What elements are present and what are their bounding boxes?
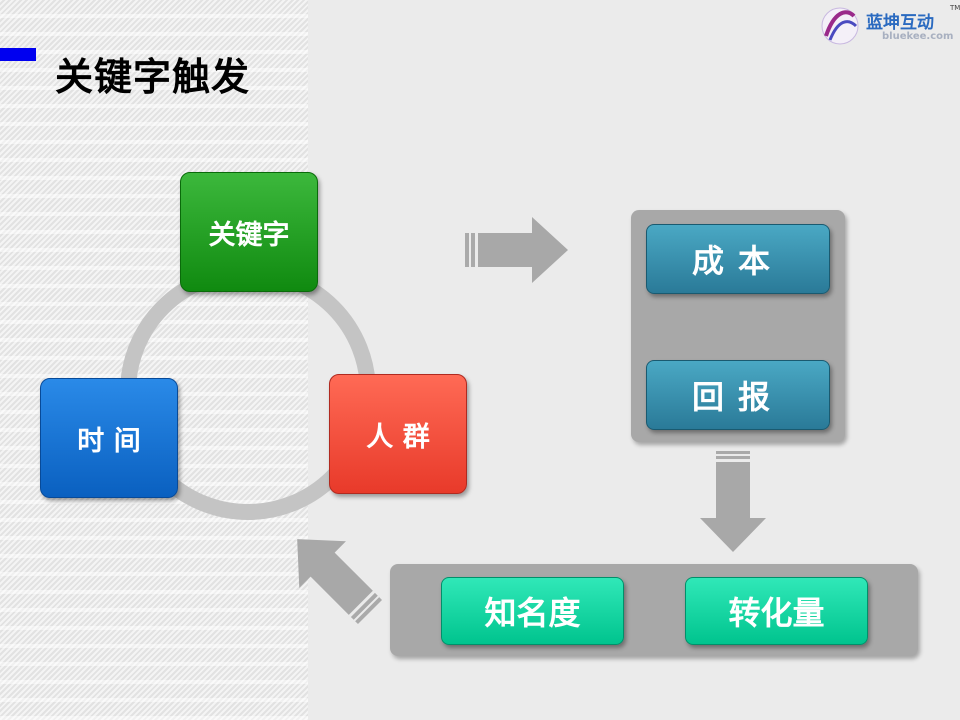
up-left-arrow-icon xyxy=(297,539,383,625)
node-audience: 人 群 xyxy=(329,374,467,494)
logo-url: bluekee.com xyxy=(882,31,954,42)
logo-globe-icon xyxy=(821,7,859,45)
right-arrow-icon xyxy=(465,217,568,283)
cost-box: 成本 xyxy=(646,224,830,294)
node-time: 时 间 xyxy=(40,378,178,498)
logo-name: 蓝坤互动 xyxy=(866,13,934,33)
down-arrow-icon xyxy=(700,451,766,552)
logo-tm: TM xyxy=(950,4,960,12)
node-keyword: 关键字 xyxy=(180,172,318,292)
awareness-box: 知名度 xyxy=(441,577,624,645)
striped-background xyxy=(0,0,308,720)
logo: 蓝坤互动 TM bluekee.com xyxy=(820,2,960,52)
conversion-box: 转化量 xyxy=(685,577,868,645)
page-title: 关键字触发 xyxy=(55,55,251,99)
return-box: 回报 xyxy=(646,360,830,430)
title-accent-bar xyxy=(0,48,36,61)
